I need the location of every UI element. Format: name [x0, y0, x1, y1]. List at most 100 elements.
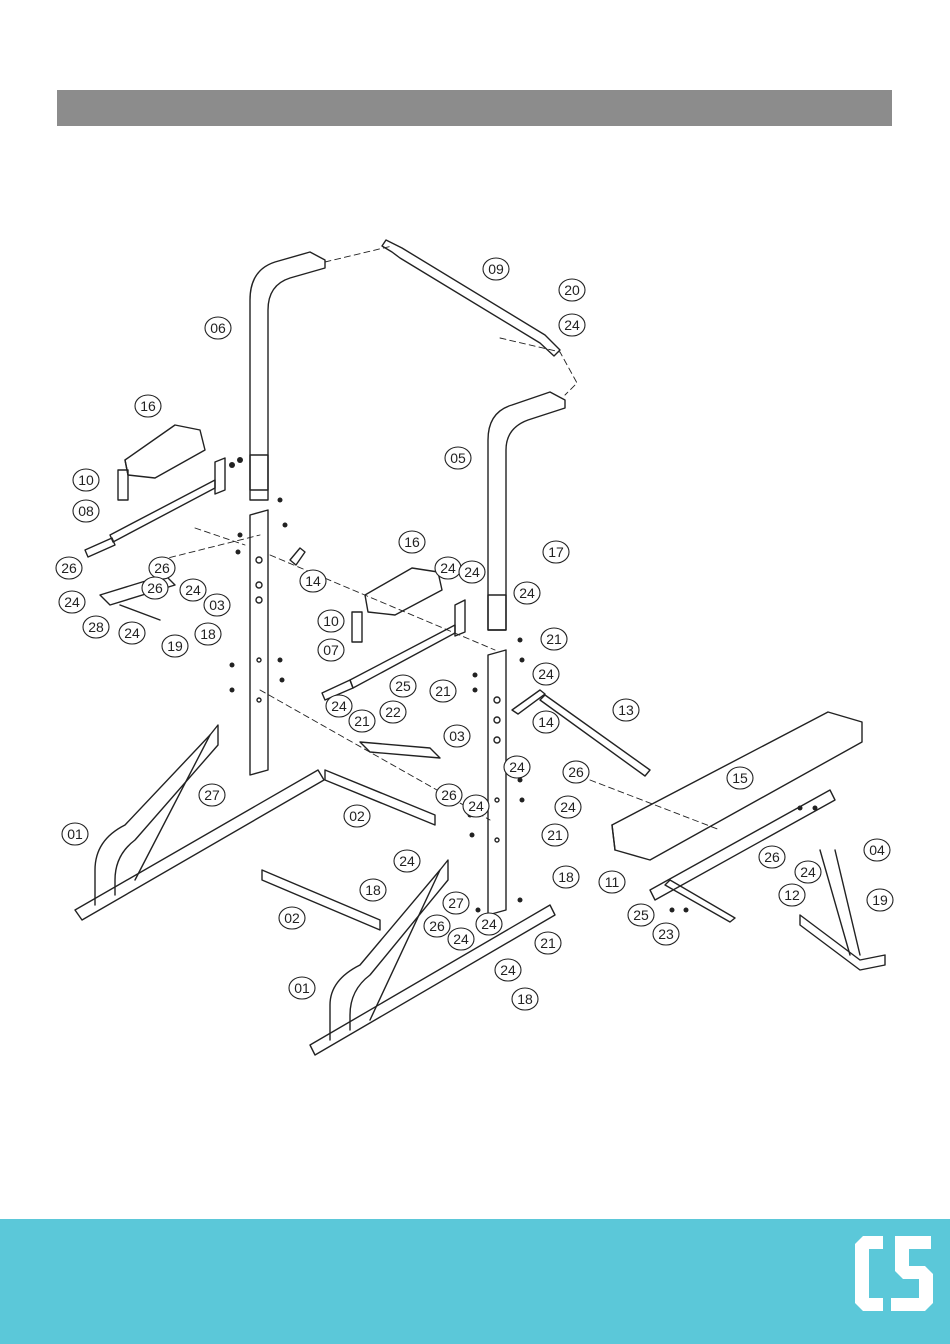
part-label-11: 11	[599, 871, 625, 893]
part-label-26c: 26	[142, 577, 168, 599]
part-label-14b: 14	[533, 711, 559, 733]
part-number: 19	[167, 638, 183, 654]
part-number: 22	[385, 704, 401, 720]
part-number: 04	[869, 842, 885, 858]
part-number: 26	[441, 787, 457, 803]
part-label-18d: 18	[512, 988, 538, 1010]
part-number: 25	[633, 907, 649, 923]
part-number: 07	[323, 642, 339, 658]
part-label-10a: 10	[73, 469, 99, 491]
part-label-08: 08	[73, 500, 99, 522]
part-number: 24	[464, 564, 480, 580]
part-label-26g: 26	[424, 915, 450, 937]
part-label-19b: 19	[867, 889, 893, 911]
part-number: 26	[764, 849, 780, 865]
part-label-24k: 24	[463, 795, 489, 817]
part-label-10b: 10	[318, 610, 344, 632]
footer-bar: CS	[0, 1219, 950, 1344]
part-number: 21	[354, 713, 370, 729]
part-label-05: 05	[445, 447, 471, 469]
part-label-24h: 24	[533, 663, 559, 685]
part-number: 21	[547, 827, 563, 843]
part-label-03a: 03	[204, 594, 230, 616]
part-label-18a: 18	[195, 623, 221, 645]
part-number: 03	[449, 728, 465, 744]
part-number: 24	[453, 931, 469, 947]
part-number: 24	[468, 798, 484, 814]
part-label-26f: 26	[759, 846, 785, 868]
part-number: 14	[305, 573, 321, 589]
part-number: 24	[519, 585, 535, 601]
part-number: 01	[294, 980, 310, 996]
hook-14-right	[512, 690, 545, 714]
part-label-04: 04	[864, 839, 890, 861]
part-label-21c: 21	[349, 710, 375, 732]
part-label-24p: 24	[448, 928, 474, 950]
part-label-17: 17	[543, 541, 569, 563]
part-number: 19	[872, 892, 888, 908]
part-label-24g: 24	[119, 622, 145, 644]
part-label-21b: 21	[430, 680, 456, 702]
part-number: 24	[440, 560, 456, 576]
part-label-19a: 19	[162, 635, 188, 657]
part-label-24d: 24	[180, 579, 206, 601]
part-number: 16	[404, 534, 420, 550]
part-label-15: 15	[727, 767, 753, 789]
part-number: 26	[429, 918, 445, 934]
part-label-25a: 25	[390, 675, 416, 697]
part-number: 02	[284, 910, 300, 926]
part-label-28: 28	[83, 616, 109, 638]
part-number: 24	[331, 698, 347, 714]
part-label-06: 06	[205, 317, 231, 339]
post-03-right	[488, 650, 506, 915]
part-number: 03	[209, 597, 225, 613]
part-number: 01	[67, 826, 83, 842]
part-number: 09	[488, 261, 504, 277]
part-number: 26	[147, 580, 163, 596]
part-number: 24	[538, 666, 554, 682]
part-number: 24	[399, 853, 415, 869]
part-label-27b: 27	[443, 892, 469, 914]
part-label-24e: 24	[514, 582, 540, 604]
part-label-24i: 24	[326, 695, 352, 717]
part-label-24m: 24	[795, 861, 821, 883]
part-number: 27	[204, 787, 220, 803]
part-label-21e: 21	[535, 932, 561, 954]
part-number: 24	[64, 594, 80, 610]
part-label-03b: 03	[444, 725, 470, 747]
part-number: 25	[395, 678, 411, 694]
part-number: 26	[154, 560, 170, 576]
part-label-21a: 21	[541, 628, 567, 650]
part-number: 05	[450, 450, 466, 466]
part-number: 20	[564, 282, 580, 298]
part-label-09: 09	[483, 258, 509, 280]
part-number: 28	[88, 619, 104, 635]
part-label-24l: 24	[555, 796, 581, 818]
part-number: 23	[658, 926, 674, 942]
bench-15	[612, 712, 862, 922]
part-number: 24	[564, 317, 580, 333]
part-number: 24	[500, 962, 516, 978]
part-label-22: 22	[380, 701, 406, 723]
part-label-02a: 02	[344, 805, 370, 827]
part-label-24a: 24	[559, 314, 585, 336]
part-label-27a: 27	[199, 784, 225, 806]
part-label-24j: 24	[504, 756, 530, 778]
part-label-12: 12	[779, 884, 805, 906]
cs-logo-icon	[853, 1236, 933, 1311]
part-label-24f: 24	[59, 591, 85, 613]
part-label-24q: 24	[495, 959, 521, 981]
part-label-26b: 26	[149, 557, 175, 579]
part-label-26e: 26	[436, 784, 462, 806]
part-number: 13	[618, 702, 634, 718]
part-number: 12	[784, 887, 800, 903]
part-label-20: 20	[559, 279, 585, 301]
part-number: 24	[560, 799, 576, 815]
part-label-18b: 18	[553, 866, 579, 888]
part-number: 24	[481, 916, 497, 932]
post-03-left	[250, 510, 268, 775]
part-label-07: 07	[318, 639, 344, 661]
part-number: 26	[61, 560, 77, 576]
part-label-01a: 01	[62, 823, 88, 845]
